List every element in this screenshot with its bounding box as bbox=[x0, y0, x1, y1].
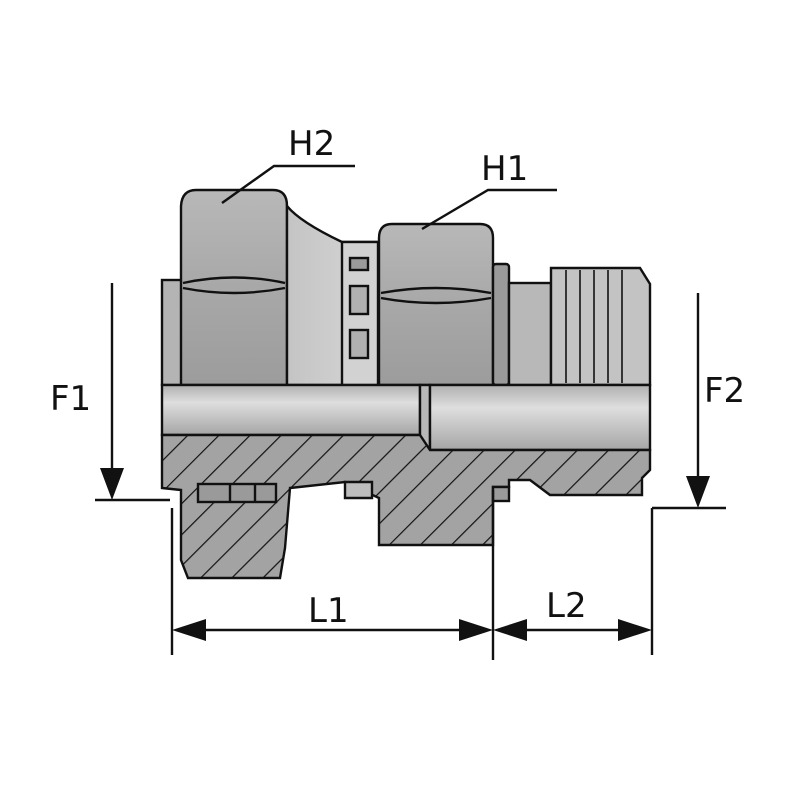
left-nut-body bbox=[160, 188, 289, 387]
l1-dimension bbox=[170, 490, 495, 660]
h1-hex-nut bbox=[377, 222, 495, 387]
l2-dimension bbox=[493, 508, 654, 655]
l2-label: L2 bbox=[546, 586, 587, 626]
f2-label: F2 bbox=[704, 371, 745, 411]
h1-leader bbox=[421, 188, 557, 231]
f2-dimension bbox=[652, 293, 726, 510]
f1-label: F1 bbox=[50, 379, 91, 419]
bore bbox=[160, 383, 652, 452]
h1-label: H1 bbox=[481, 149, 528, 189]
body-groove-band bbox=[340, 240, 380, 387]
l1-label: L1 bbox=[308, 591, 349, 631]
h2-label: H2 bbox=[288, 124, 335, 164]
section-cut bbox=[160, 433, 652, 580]
h2-leader bbox=[221, 164, 355, 204]
f1-dimension bbox=[95, 283, 170, 502]
o-ring-stud bbox=[491, 262, 652, 387]
